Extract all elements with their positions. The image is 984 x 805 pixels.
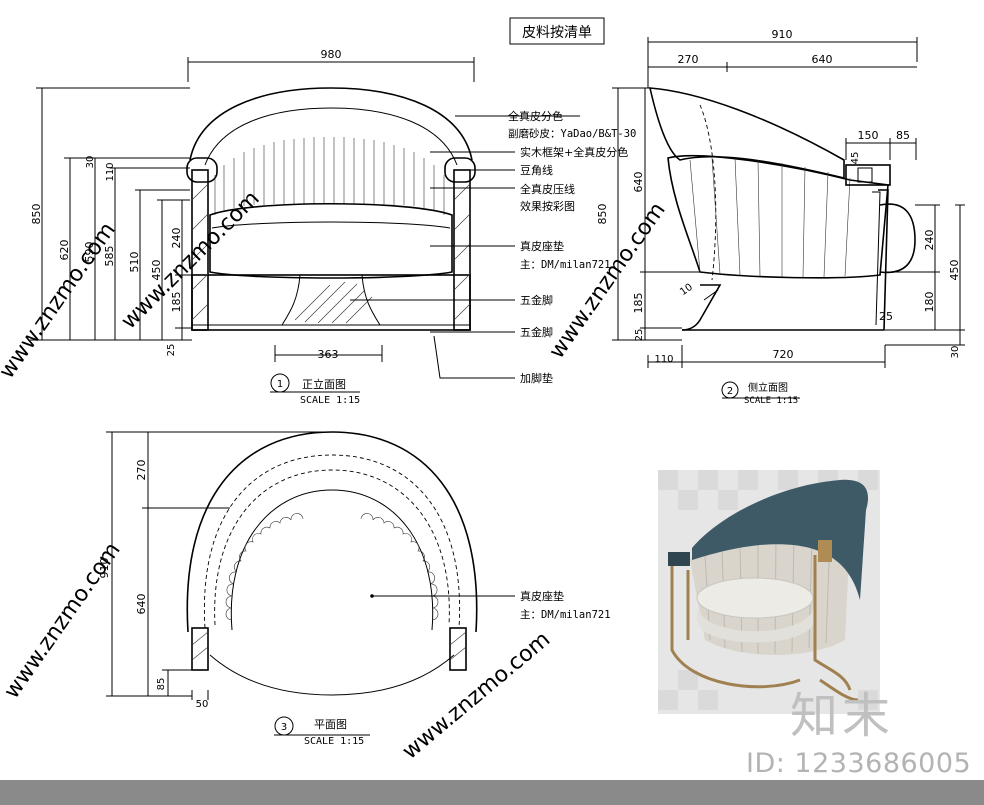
- front-note-2: 副磨砂皮：YaDao/B&T-30: [508, 127, 636, 140]
- side-dim-w110: 110: [654, 354, 673, 365]
- side-dim-w85: 85: [896, 129, 910, 142]
- front-dim-h620: 620: [58, 240, 71, 261]
- front-dim-h240: 240: [170, 228, 183, 249]
- front-dim-h30: 30: [85, 156, 96, 169]
- plan-dim-d85: 85: [156, 678, 167, 691]
- watermark-overlay: www.znzmo.com www.znzmo.com www.znzmo.co…: [0, 186, 671, 764]
- front-note-10: 五金脚: [520, 325, 553, 339]
- side-dim-h45: 45: [850, 152, 861, 165]
- sheet-title: 皮料按清单: [522, 25, 592, 41]
- front-note-7: 真皮座垫: [520, 239, 564, 253]
- front-view-label: 正立面图: [302, 377, 346, 391]
- side-dim-h450: 450: [948, 260, 961, 281]
- front-view-number: 1: [277, 379, 283, 390]
- side-view-number: 2: [727, 386, 733, 397]
- front-dim-h450: 450: [150, 260, 163, 281]
- front-note-1: 全真皮分色: [508, 109, 563, 123]
- product-render-image: [658, 470, 880, 714]
- side-dim-h640: 640: [632, 172, 645, 193]
- front-note-8: 主：DM/milan721: [520, 259, 611, 271]
- front-dim-h185: 185: [170, 292, 183, 313]
- side-dim-d10: 10: [678, 282, 695, 298]
- front-view: 980: [30, 48, 636, 406]
- title-box: [509, 17, 605, 45]
- plan-note-2: 主：DM/milan721: [520, 609, 611, 621]
- side-dim-w720: 720: [773, 348, 794, 361]
- front-note-6: 效果按彩图: [520, 199, 575, 213]
- watermark-site-3: www.znzmo.com: [0, 538, 126, 703]
- side-dim-h850: 850: [596, 204, 609, 225]
- side-view-scale: SCALE 1:15: [744, 396, 798, 406]
- front-dim-h25: 25: [166, 344, 177, 357]
- side-view-label: 侧立面图: [748, 381, 788, 394]
- plan-dim-w50: 50: [196, 699, 209, 710]
- side-dim-h25-right: 25: [879, 310, 893, 323]
- side-dim-h25-left: 25: [634, 329, 645, 342]
- render-seat-cushion: [696, 577, 814, 619]
- plan-view-scale: SCALE 1:15: [304, 736, 364, 747]
- side-dim-w910: 910: [772, 28, 793, 41]
- bottom-bar: [0, 780, 984, 805]
- front-note-9: 五金脚: [520, 293, 553, 307]
- front-note-4: 豆角线: [520, 163, 553, 177]
- render-gold-frame: [670, 555, 859, 702]
- front-dim-h585: 585: [103, 246, 116, 267]
- front-view-scale: SCALE 1:15: [300, 395, 360, 406]
- side-dim-h180: 180: [923, 292, 936, 313]
- plan-view-number: 3: [281, 722, 287, 733]
- watermark-site-4: www.znzmo.com: [398, 627, 555, 765]
- front-dim-base: 363: [318, 348, 339, 361]
- side-dim-h30: 30: [950, 346, 961, 359]
- front-dim-h110: 110: [105, 162, 116, 181]
- side-dim-w150: 150: [858, 129, 879, 142]
- front-dim-h510: 510: [128, 252, 141, 273]
- front-dim-h850: 850: [30, 204, 43, 225]
- plan-view: 910 270 640 85 50 真皮座垫 主：DM/milan721 3 平…: [98, 431, 611, 747]
- side-dim-h240: 240: [923, 230, 936, 251]
- plan-dim-d270: 270: [135, 460, 148, 481]
- front-dim-h590: 590: [83, 242, 96, 263]
- render-back-shell: [692, 479, 869, 600]
- front-note-5: 全真皮压线: [520, 182, 575, 196]
- side-dim-w640: 640: [812, 53, 833, 66]
- plan-dim-d640: 640: [135, 594, 148, 615]
- front-note-11: 加脚垫: [520, 371, 553, 385]
- plan-dim-d910: 910: [98, 558, 111, 579]
- front-note-3: 实木框架+全真皮分色: [520, 145, 628, 159]
- side-dim-w270: 270: [678, 53, 699, 66]
- side-dim-h185: 185: [632, 293, 645, 314]
- brand-watermark-logo: 知末: [790, 688, 895, 744]
- front-dim-width: 980: [321, 48, 342, 61]
- plan-view-label: 平面图: [314, 718, 347, 731]
- watermark-id-text: ID: 1233686005: [746, 748, 972, 779]
- plan-note-1: 真皮座垫: [520, 589, 564, 603]
